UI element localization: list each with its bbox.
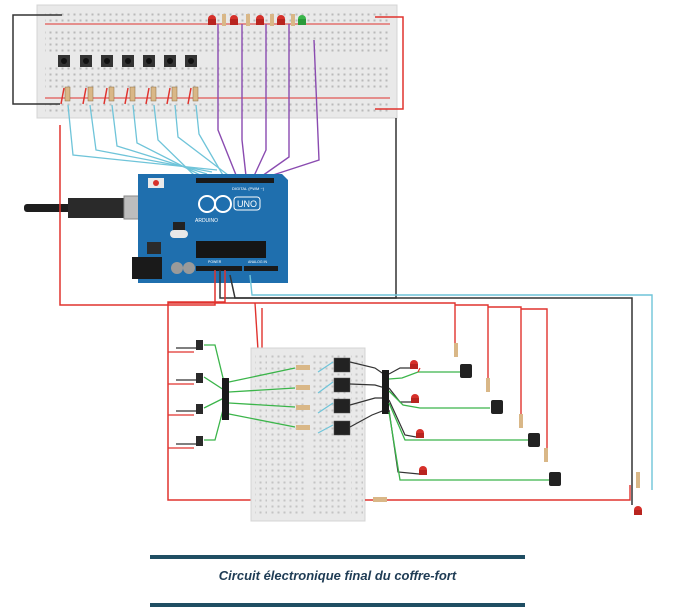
top-resistors [64, 86, 199, 102]
red-led [208, 15, 216, 25]
black-ground-wire [12, 14, 62, 105]
cyan-analog-wire [249, 274, 653, 490]
transistor-resistors [454, 343, 548, 462]
bottom-red-wire [365, 485, 631, 501]
led-black-wires [388, 367, 420, 475]
status-led [634, 472, 642, 515]
pushbutton [164, 55, 176, 67]
cyan-button-wires [67, 104, 229, 179]
top-red-jumpers [60, 87, 192, 105]
red-led [277, 15, 285, 25]
red-led [416, 429, 424, 438]
circuit-diagram: ARDUINO UNO DIGITAL (PWM ~) POWER ANALOG… [12, 4, 653, 522]
purple-led-wires [217, 24, 320, 177]
pushbutton [185, 55, 197, 67]
left-connector [222, 378, 229, 420]
model-label: UNO [237, 199, 257, 209]
reset-button-icon [153, 180, 159, 186]
switch-green-wires [203, 344, 225, 441]
led-red-links [417, 367, 421, 373]
left-connector-green-wires [228, 367, 296, 428]
pushbutton [80, 55, 92, 67]
black-bottom-gnd [229, 274, 633, 505]
pushbutton [58, 55, 70, 67]
transistors [460, 364, 561, 486]
power-label: POWER [208, 260, 222, 264]
caption-top-rule [150, 555, 525, 559]
pushbutton [122, 55, 134, 67]
circuit-svg: ARDUINO UNO DIGITAL (PWM ~) POWER ANALOG… [12, 4, 653, 522]
red-power-wire [375, 16, 404, 110]
caption-bottom-rule [150, 603, 525, 607]
brand-label: ARDUINO [195, 218, 218, 224]
red-transistor-supply [168, 302, 548, 450]
ic-cyan-wires [317, 361, 334, 434]
red-led [256, 15, 264, 25]
red-led [419, 466, 427, 475]
analog-label: ANALOG IN [248, 260, 268, 264]
figure-caption: Circuit électronique final du coffre-for… [218, 568, 457, 583]
bottom-resistor [373, 497, 387, 502]
slide-switches [196, 340, 203, 446]
pushbutton [101, 55, 113, 67]
switch-red-wires [168, 351, 194, 449]
logic-ics [333, 357, 351, 436]
bottom-resistors [296, 365, 310, 430]
led-green-wires [388, 371, 550, 481]
led-resistors [222, 14, 295, 26]
digital-label: DIGITAL (PWM ~) [232, 186, 265, 191]
right-connector [382, 370, 389, 414]
green-led [298, 15, 306, 25]
red-supply-wire [167, 270, 257, 501]
red-led [410, 360, 418, 369]
right-leds [410, 360, 427, 475]
arduino-uno-board: ARDUINO UNO DIGITAL (PWM ~) POWER ANALOG… [132, 174, 288, 283]
pushbutton [143, 55, 155, 67]
top-leds [208, 15, 306, 25]
pushbuttons [58, 55, 197, 67]
red-led [411, 394, 419, 403]
red-5v-wire [59, 125, 216, 306]
red-led [230, 15, 238, 25]
ic-black-wires [349, 361, 386, 428]
switch-black-wires [176, 347, 196, 445]
